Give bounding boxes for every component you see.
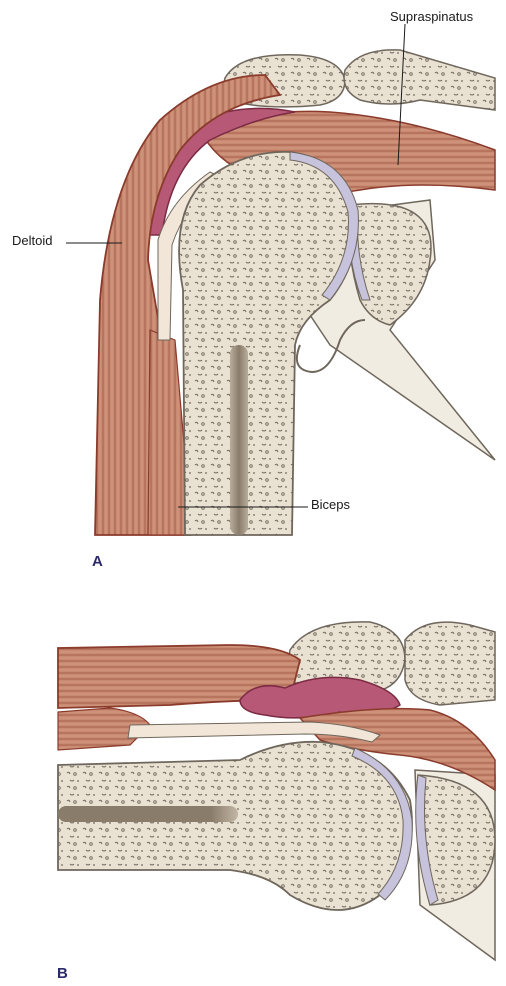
clavicle-a	[344, 50, 495, 110]
panel-a-illustration	[66, 24, 495, 535]
label-biceps: Biceps	[311, 497, 350, 512]
medullary-canal-b	[58, 806, 238, 822]
panel-label-b: B	[57, 965, 68, 982]
clavicle-b	[405, 622, 495, 705]
panel-b-illustration	[58, 622, 495, 960]
panel-label-a: A	[92, 553, 103, 570]
label-deltoid: Deltoid	[12, 233, 52, 248]
humerus-b	[58, 742, 412, 910]
label-supraspinatus: Supraspinatus	[390, 9, 473, 24]
